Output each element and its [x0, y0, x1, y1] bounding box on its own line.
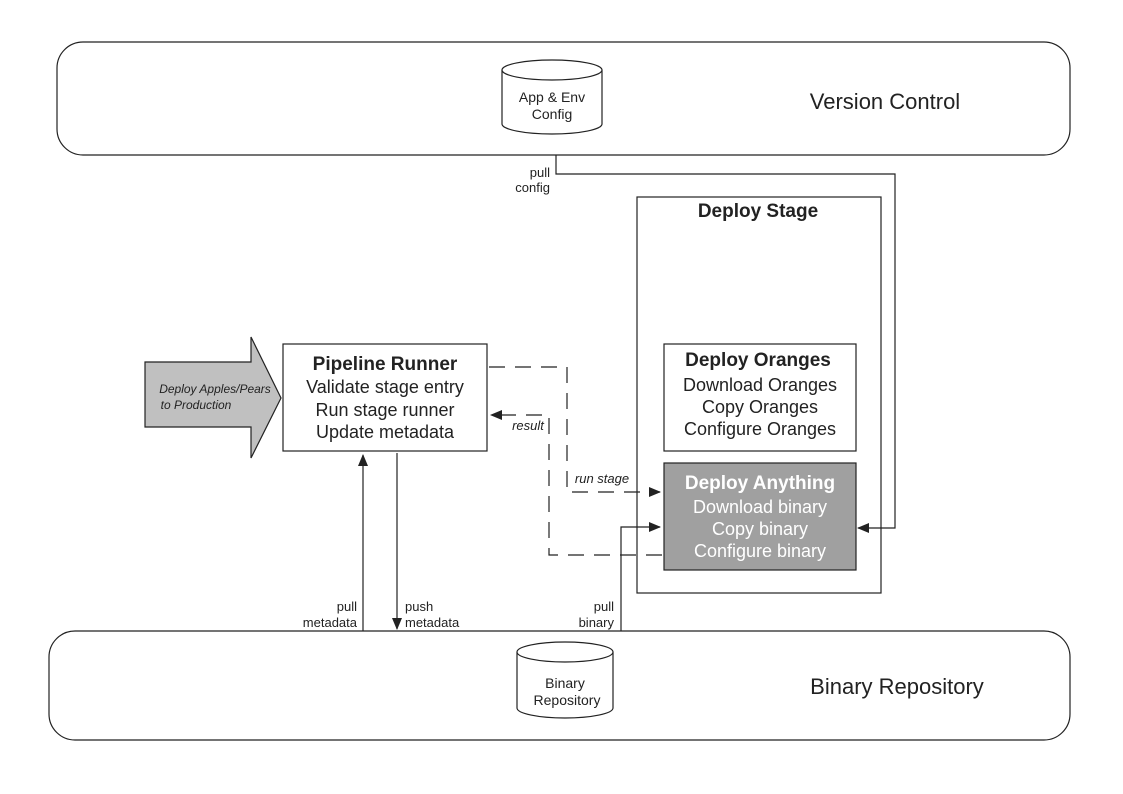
version-control-title: Version Control [810, 89, 960, 114]
pull-config-label-line1: pull [530, 165, 550, 180]
pipeline-runner-box: Pipeline Runner Validate stage entry Run… [282, 343, 488, 452]
pull-binary-label-line1: pull [594, 599, 614, 614]
trigger-label-line2: to Production [161, 398, 232, 412]
push-metadata-connector: push metadata [392, 453, 460, 630]
binary-db-label-line1: Binary [545, 675, 585, 691]
binary-repository-title: Binary Repository [810, 674, 984, 699]
deploy-anything-box: Deploy Anything Download binary Copy bin… [663, 462, 857, 571]
deploy-anything-title: Deploy Anything [685, 473, 835, 494]
pull-metadata-label-line2: metadata [303, 615, 358, 630]
binary-database-icon: Binary Repository [516, 641, 614, 719]
pull-config-connector: pull config [515, 155, 896, 533]
pull-binary-connector: pull binary [579, 522, 661, 631]
config-db-label-line1: App & Env [519, 89, 585, 105]
pipeline-runner-step: Update metadata [316, 422, 455, 442]
deploy-anything-step: Copy binary [712, 519, 808, 539]
result-connector: result [490, 410, 662, 556]
deploy-oranges-box: Deploy Oranges Download Oranges Copy Ora… [663, 343, 857, 452]
deploy-oranges-step: Copy Oranges [702, 397, 818, 417]
pipeline-runner-step: Validate stage entry [306, 377, 464, 397]
deploy-oranges-title: Deploy Oranges [685, 350, 831, 371]
deploy-oranges-step: Configure Oranges [684, 419, 836, 439]
run-stage-label: run stage [575, 471, 629, 486]
pull-config-label-line2: config [515, 180, 550, 195]
config-db-label-line2: Config [532, 106, 572, 122]
deploy-anything-step: Download binary [693, 497, 827, 517]
config-database-icon: App & Env Config [501, 59, 603, 135]
trigger-arrow: Deploy Apples/Pears to Production [144, 336, 282, 459]
pull-metadata-label-line1: pull [337, 599, 357, 614]
binary-db-label-line2: Repository [534, 692, 601, 708]
pipeline-runner-title: Pipeline Runner [313, 354, 458, 375]
pipeline-runner-step: Run stage runner [315, 400, 454, 420]
result-label: result [512, 418, 545, 433]
trigger-label-line1: Deploy Apples/Pears [159, 382, 271, 396]
push-metadata-label-line2: metadata [405, 615, 460, 630]
run-stage-connector: run stage [489, 366, 661, 497]
pull-binary-label-line2: binary [579, 615, 615, 630]
push-metadata-label-line1: push [405, 599, 433, 614]
pull-metadata-connector: pull metadata [303, 454, 368, 631]
deploy-oranges-step: Download Oranges [683, 375, 837, 395]
deploy-stage-title: Deploy Stage [698, 201, 818, 222]
deploy-anything-step: Configure binary [694, 541, 826, 561]
